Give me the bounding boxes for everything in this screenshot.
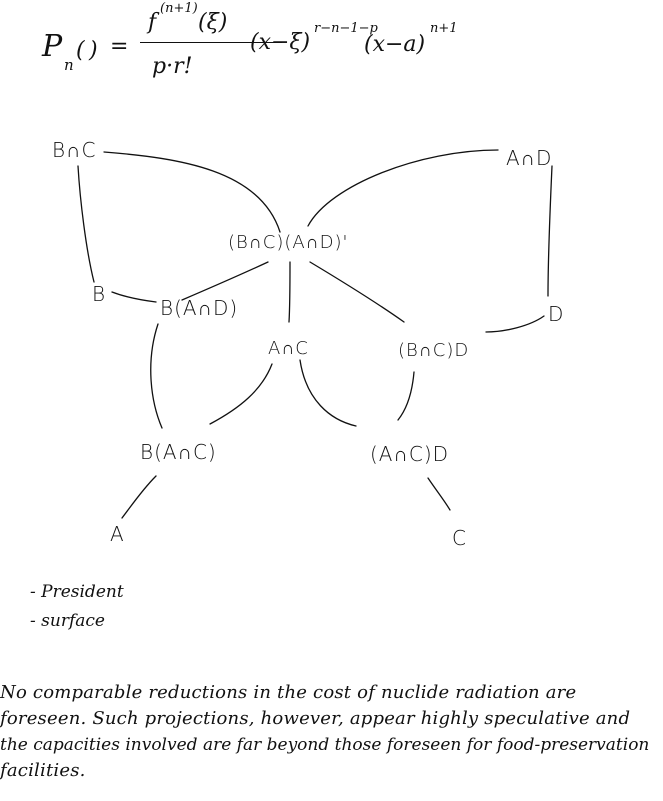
edge-right-to-mid-right <box>485 315 545 333</box>
paragraph-line-1: No comparable reductions in the cost of … <box>0 682 577 703</box>
set-lattice-diagram: B∩C A∩D (B∩C)(A∩D)' B D B(A∩D) A∩C (B∩C)… <box>52 138 565 550</box>
formula-denominator: p·r! <box>152 54 193 79</box>
paragraph-line-4: facilities. <box>0 760 86 781</box>
bullet-item-president: - President <box>30 582 124 602</box>
handwritten-paragraph: No comparable reductions in the cost of … <box>0 680 663 784</box>
edge-mid-center-to-low-right <box>299 359 357 427</box>
formula-lhs: P <box>42 29 63 64</box>
edge-top-right-to-right <box>547 165 553 297</box>
node-a: A <box>110 522 125 546</box>
node-c: C <box>452 526 467 550</box>
bullet-list: - President - surface <box>30 584 124 642</box>
paragraph-line-3: the capacities involved are far beyond t… <box>0 735 650 755</box>
formula-equals-sign: = <box>110 34 129 59</box>
formula-factor-two: (x−a) <box>364 32 426 57</box>
edge-low-left-to-bottom-left <box>121 475 157 519</box>
formula-factor-two-superscript: n+1 <box>430 21 458 36</box>
edge-mid-left-to-low-left <box>150 323 163 429</box>
node-b-of-a-cap-d: B(A∩D) <box>160 296 239 320</box>
edge-left-to-mid-left <box>111 291 157 303</box>
node-b-cap-c-d: (B∩C)D <box>398 340 470 361</box>
formula-numerator-superscript: (n+1) <box>160 1 198 16</box>
diagram-edges <box>77 149 553 519</box>
node-center-intersection: (B∩C)(A∩D)' <box>228 232 349 253</box>
edge-low-right-to-bottom-right <box>427 477 451 511</box>
bullet-item-surface: - surface <box>30 611 105 631</box>
node-a-cap-d: A∩D <box>506 146 553 170</box>
node-b: B <box>92 282 107 306</box>
formula-factor-one-superscript: r−n−1−p <box>314 21 378 36</box>
edge-top-left-to-left <box>77 165 95 283</box>
edge-center-to-mid-center <box>288 261 291 323</box>
paragraph-line-2: foreseen. Such projections, however, app… <box>0 708 631 729</box>
formula-numerator: f <box>148 10 157 35</box>
node-a-cap-c: A∩C <box>268 338 309 359</box>
node-b-cap-c: B∩C <box>52 138 97 162</box>
node-d: D <box>548 302 565 326</box>
node-a-cap-c-d: (A∩C)D <box>370 442 450 466</box>
formula-numerator-argument: (ξ) <box>198 10 228 35</box>
fraction-bar <box>140 42 282 43</box>
edge-mid-right-to-low-right <box>397 371 415 421</box>
formula: P n ( ) = f (n+1) (ξ) p·r! (x−ξ) r−n−1−p… <box>36 2 636 92</box>
edge-center-to-mid-left <box>181 261 269 301</box>
edge-top-right-to-center <box>307 149 499 227</box>
edge-top-left-to-center <box>103 151 281 233</box>
formula-lhs-subscript: n <box>64 56 74 74</box>
node-b-of-a-cap-c: B(A∩C) <box>140 440 217 464</box>
formula-factor-one: (x−ξ) <box>250 30 311 55</box>
edge-mid-center-to-low-left <box>209 363 273 425</box>
edge-center-to-mid-right <box>309 261 405 323</box>
formula-lhs-argument: ( ) <box>76 38 98 63</box>
